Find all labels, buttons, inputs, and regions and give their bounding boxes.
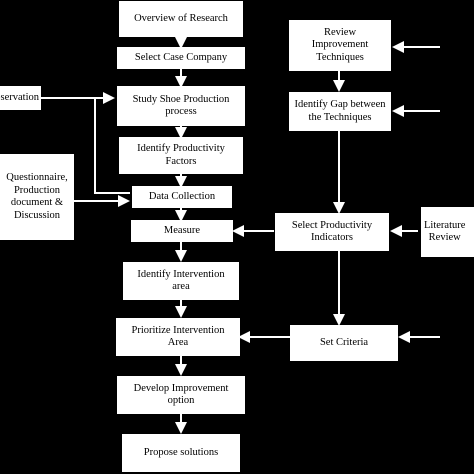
node-propose-solutions: Propose solutions bbox=[122, 434, 240, 472]
node-data-collection: Data Collection bbox=[132, 186, 232, 208]
node-select-case-company: Select Case Company bbox=[117, 47, 245, 69]
node-identify-gap: Identify Gap between the Techniques bbox=[289, 92, 391, 131]
node-identify-intervention-area: Identify Intervention area bbox=[123, 262, 239, 300]
node-measure: Measure bbox=[131, 220, 233, 242]
node-literature-review: Literature Review bbox=[421, 207, 474, 257]
node-develop-improvement-option: Develop Improvement option bbox=[117, 376, 245, 414]
node-questionnaire: Questionnaire, Production document & Dis… bbox=[0, 154, 74, 240]
node-select-productivity-indicators: Select Productivity Indicators bbox=[275, 213, 389, 251]
node-identify-productivity-factors: Identify Productivity Factors bbox=[119, 137, 243, 174]
node-review-improvement-techniques: Review Improvement Techniques bbox=[289, 20, 391, 71]
node-overview-of-research: Overview of Research bbox=[119, 1, 243, 37]
node-study-shoe-production: Study Shoe Production process bbox=[117, 86, 245, 126]
node-observation: bservation bbox=[0, 86, 41, 110]
node-set-criteria: Set Criteria bbox=[290, 325, 398, 361]
node-prioritize-intervention-area: Prioritize Intervention Area bbox=[116, 318, 240, 356]
